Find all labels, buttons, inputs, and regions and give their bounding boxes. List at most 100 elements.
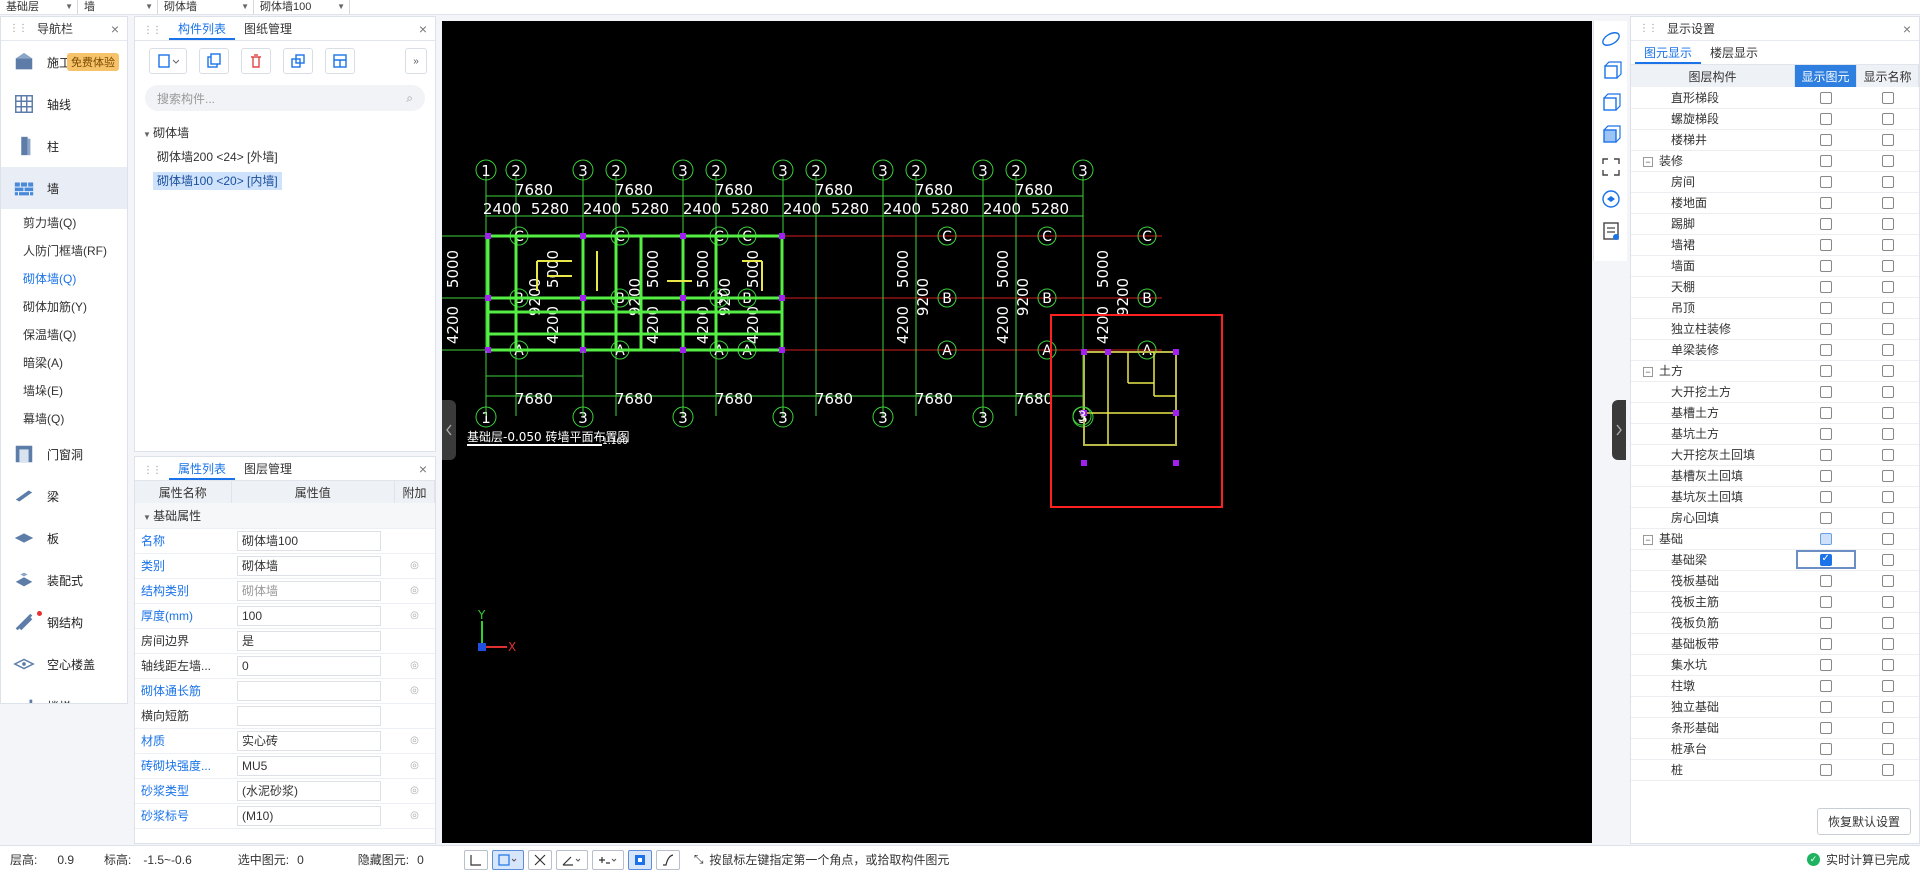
- show-element-checkbox[interactable]: [1819, 764, 1832, 777]
- component-search[interactable]: 搜索构件... ⌕: [145, 85, 425, 111]
- property-value[interactable]: (水泥砂浆): [237, 780, 381, 801]
- nav-item-b0[interactable]: 门窗洞: [1, 433, 127, 475]
- drag-grip-icon[interactable]: ⋮⋮: [1639, 23, 1658, 34]
- show-element-checkbox[interactable]: [1819, 365, 1832, 378]
- property-value[interactable]: (M10): [237, 805, 381, 826]
- component-selector[interactable]: 砌体墙100▼: [254, 0, 350, 14]
- property-value[interactable]: MU5: [237, 755, 381, 776]
- view-solid-button[interactable]: [1594, 121, 1627, 149]
- show-element-checkbox[interactable]: [1819, 323, 1832, 336]
- drag-grip-icon[interactable]: ⋮⋮: [9, 23, 28, 34]
- property-value[interactable]: [237, 680, 381, 701]
- show-name-checkbox[interactable]: [1881, 92, 1894, 105]
- show-name-checkbox[interactable]: [1881, 344, 1894, 357]
- show-name-checkbox[interactable]: [1881, 260, 1894, 273]
- nav-subitem[interactable]: 幕墙(Q): [23, 412, 65, 426]
- show-name-checkbox[interactable]: [1881, 134, 1894, 147]
- show-name-checkbox[interactable]: [1881, 575, 1894, 588]
- property-value[interactable]: 实心砖: [237, 730, 381, 751]
- show-element-checkbox[interactable]: [1819, 533, 1832, 546]
- attach-toggle-icon[interactable]: [394, 528, 435, 554]
- show-name-checkbox[interactable]: [1881, 449, 1894, 462]
- show-element-checkbox[interactable]: [1819, 407, 1832, 420]
- attach-toggle-icon[interactable]: ◎: [394, 603, 435, 629]
- show-element-checkbox[interactable]: [1819, 176, 1832, 189]
- tab-component-list[interactable]: 构件列表: [169, 18, 236, 40]
- property-row[interactable]: 厚度(mm)100◎: [135, 603, 435, 629]
- show-element-header[interactable]: 显示图元: [1794, 65, 1857, 87]
- free-trial-badge[interactable]: 免费体验: [67, 53, 119, 71]
- copy-component-button[interactable]: [199, 48, 229, 74]
- nav-subitem[interactable]: 保温墙(Q): [23, 328, 77, 342]
- show-name-checkbox[interactable]: [1881, 155, 1894, 168]
- show-element-checkbox[interactable]: [1819, 260, 1832, 273]
- show-name-checkbox[interactable]: [1881, 365, 1894, 378]
- show-name-checkbox[interactable]: [1881, 743, 1894, 756]
- display-group-label[interactable]: −基础: [1631, 528, 1795, 550]
- view-2d-button[interactable]: [1594, 25, 1627, 53]
- nav-subitem[interactable]: 砌体墙(Q): [23, 272, 77, 286]
- show-element-checkbox[interactable]: [1819, 281, 1832, 294]
- property-row[interactable]: 结构类别砌体墙◎: [135, 578, 435, 604]
- show-element-checkbox[interactable]: [1819, 302, 1832, 315]
- show-name-checkbox[interactable]: [1881, 386, 1894, 399]
- close-icon[interactable]: ×: [418, 460, 427, 477]
- property-row[interactable]: 砖砌块强度...MU5◎: [135, 753, 435, 779]
- show-element-checkbox[interactable]: [1819, 239, 1832, 252]
- tab-drawing-management[interactable]: 图纸管理: [244, 22, 293, 36]
- drag-grip-icon[interactable]: ⋮⋮: [143, 25, 162, 36]
- new-component-button[interactable]: [149, 48, 187, 74]
- tab-property-list[interactable]: 属性列表: [169, 458, 236, 480]
- attach-toggle-icon[interactable]: ◎: [394, 578, 435, 604]
- property-value-cell[interactable]: 砌体墙: [231, 553, 395, 579]
- component-settings-button[interactable]: [325, 48, 355, 74]
- show-name-checkbox[interactable]: [1881, 218, 1894, 231]
- property-value[interactable]: [237, 705, 381, 726]
- angle-button[interactable]: [555, 849, 588, 870]
- show-element-checkbox[interactable]: [1819, 470, 1832, 483]
- attach-toggle-icon[interactable]: ◎: [394, 653, 435, 679]
- show-element-checkbox[interactable]: [1819, 701, 1832, 714]
- display-group-label[interactable]: −装修: [1631, 150, 1795, 172]
- view-3d-button[interactable]: [1594, 57, 1627, 85]
- tree-item-wall200[interactable]: 砌体墙200 <24> [外墙]: [143, 145, 427, 169]
- more-tools-button[interactable]: »: [405, 48, 427, 74]
- nav-item-b2[interactable]: 板: [1, 517, 127, 559]
- snap-point-button[interactable]: [627, 849, 652, 870]
- show-name-checkbox[interactable]: [1881, 407, 1894, 420]
- show-element-checkbox[interactable]: [1819, 553, 1832, 567]
- show-element-checkbox[interactable]: [1819, 575, 1832, 588]
- show-name-checkbox[interactable]: [1881, 554, 1894, 567]
- display-group-label[interactable]: −土方: [1631, 360, 1795, 382]
- nav-subitem[interactable]: 墙垛(E): [23, 384, 63, 398]
- show-element-checkbox[interactable]: [1819, 596, 1832, 609]
- nav-item-b1[interactable]: 梁: [1, 475, 127, 517]
- property-value-cell[interactable]: [231, 703, 395, 729]
- property-value[interactable]: 砌体墙100: [237, 530, 381, 551]
- show-element-checkbox[interactable]: [1819, 743, 1832, 756]
- type-selector[interactable]: 墙▼: [78, 0, 158, 14]
- orthogonal-button[interactable]: [463, 849, 488, 870]
- show-name-checkbox[interactable]: [1881, 113, 1894, 126]
- show-name-checkbox[interactable]: [1881, 533, 1894, 546]
- show-element-checkbox[interactable]: [1819, 134, 1832, 147]
- show-name-checkbox[interactable]: [1881, 323, 1894, 336]
- tree-item-wall100[interactable]: 砌体墙100 <20> [内墙]: [143, 169, 427, 193]
- property-value-cell[interactable]: 100: [231, 603, 395, 629]
- show-name-checkbox[interactable]: [1881, 680, 1894, 693]
- nav-item-a1[interactable]: 轴线: [1, 83, 127, 125]
- attach-toggle-icon[interactable]: ◎: [394, 803, 435, 829]
- attach-toggle-icon[interactable]: [394, 628, 435, 654]
- restore-defaults-button[interactable]: 恢复默认设置: [1816, 808, 1911, 835]
- close-icon[interactable]: ×: [1902, 20, 1911, 37]
- show-name-checkbox[interactable]: [1881, 638, 1894, 651]
- property-value-cell[interactable]: 砌体墙: [231, 578, 395, 604]
- tab-floor-display[interactable]: 楼层显示: [1710, 46, 1759, 60]
- nav-subitem[interactable]: 剪力墙(Q): [23, 216, 77, 230]
- property-row[interactable]: 轴线距左墙...0◎: [135, 653, 435, 679]
- show-element-checkbox[interactable]: [1819, 638, 1832, 651]
- property-row[interactable]: 类别砌体墙◎: [135, 553, 435, 579]
- property-group-row[interactable]: ▼ 基础属性: [135, 503, 435, 529]
